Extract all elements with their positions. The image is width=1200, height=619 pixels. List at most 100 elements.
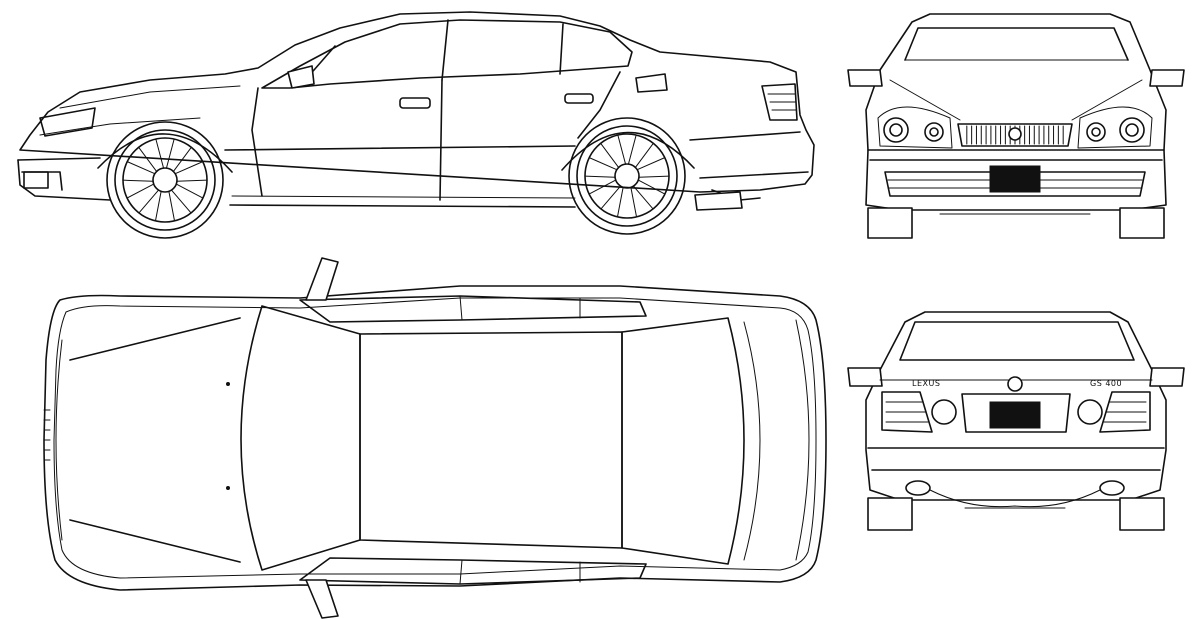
rear-tail-light-ribs-left	[885, 401, 929, 423]
wheel-spoke	[588, 142, 620, 171]
rear-tail-light-right	[1099, 391, 1151, 433]
front-headlight-left-inner-lens	[929, 127, 939, 137]
front-left-tire	[867, 207, 913, 239]
front-headlight-left-outer-lens	[889, 123, 903, 137]
rear-plate-recess	[961, 393, 1071, 433]
front-headlight-right-inner	[1086, 122, 1106, 142]
wheel-spoke	[634, 142, 666, 171]
front-door-handle	[399, 97, 431, 109]
wheel-spoke	[172, 146, 204, 175]
front-headlight-right-outer-lens	[1125, 123, 1139, 137]
front-view	[847, 13, 1185, 239]
rear-license-plate	[989, 401, 1041, 429]
wheel-spoke	[600, 185, 624, 218]
side-rear-door	[577, 71, 621, 139]
top-body-inner	[53, 297, 817, 579]
rear-exhaust-pipes	[929, 489, 1101, 508]
fuel-door	[635, 73, 668, 93]
side-front-wheel	[106, 121, 224, 239]
rear-diffuser	[959, 499, 1071, 509]
wheel-spoke	[630, 185, 654, 218]
side-fog-light	[23, 171, 49, 189]
top-front-bumper-line	[55, 339, 63, 541]
rear-exhaust-left	[905, 480, 931, 496]
rear-left-mirror	[847, 367, 883, 387]
top-washer-right	[226, 486, 230, 490]
side-fender-line	[39, 117, 201, 136]
rear-right-mirror	[1149, 367, 1185, 387]
side-greenhouse	[261, 19, 633, 89]
rear-window	[899, 321, 1135, 361]
wheel-spoke	[155, 138, 175, 169]
top-trunk-line	[743, 321, 761, 561]
wheel-spoke	[584, 175, 617, 195]
wheel-spoke	[126, 146, 158, 175]
front-headlight-housing-left	[877, 106, 953, 149]
top-side-window-left	[299, 295, 647, 323]
top-mirror-right	[305, 579, 339, 619]
side-rear-wheel	[568, 117, 686, 235]
front-headlight-left-inner	[924, 122, 944, 142]
wheel-spoke	[175, 179, 208, 199]
top-pillar-right	[459, 559, 581, 585]
side-hood-line	[59, 85, 241, 109]
top-roof	[359, 331, 623, 549]
rear-reverse-light-left	[931, 399, 957, 425]
front-grille	[957, 123, 1073, 147]
front-left-mirror	[847, 69, 883, 87]
front-right-tire	[1119, 207, 1165, 239]
top-front-grille	[43, 409, 51, 461]
rear-left-tire	[867, 497, 913, 531]
side-mirror	[287, 65, 315, 89]
rear-door-handle	[564, 93, 594, 104]
wheel-spoke	[138, 189, 162, 222]
rear-tail-light-ribs-right	[1103, 401, 1147, 423]
wheel-spoke	[168, 189, 192, 222]
rear-tail-light-left	[881, 391, 933, 433]
side-tail-light	[761, 83, 798, 121]
side-front-door	[251, 87, 263, 197]
wheel-spoke	[637, 175, 670, 195]
side-headlight	[39, 107, 96, 137]
side-b-pillar	[441, 19, 449, 81]
front-license-plate	[989, 165, 1041, 193]
side-body-outline	[17, 11, 815, 208]
top-pillar-left	[459, 295, 581, 321]
front-hood-right	[1071, 79, 1143, 121]
rear-view: LEXUS GS 400	[847, 311, 1185, 531]
front-windshield	[904, 27, 1129, 61]
front-right-mirror	[1149, 69, 1185, 87]
top-washer-left	[226, 382, 230, 386]
side-rear-arch	[561, 131, 695, 171]
top-rear-window	[621, 317, 745, 565]
front-undertray	[929, 209, 1101, 215]
top-windshield	[240, 305, 361, 571]
front-headlight-right-outer	[1119, 117, 1145, 143]
front-bumper	[867, 149, 1165, 161]
top-rear-bumper-line	[795, 319, 810, 561]
wheel-spoke	[617, 134, 637, 165]
top-hood-right-line	[69, 519, 241, 563]
front-headlight-housing-right	[1077, 106, 1153, 149]
side-front-arch	[97, 133, 233, 173]
front-lexus-logo	[1008, 127, 1022, 141]
top-mirror-left	[305, 257, 339, 301]
front-headlight-right-inner-lens	[1091, 127, 1101, 137]
side-beltline	[224, 131, 801, 151]
rear-make-badge: LEXUS	[912, 379, 940, 388]
rear-exhaust-right	[1099, 480, 1125, 496]
side-mudflap	[694, 191, 743, 211]
rear-bumper	[867, 447, 1165, 471]
top-body-outline	[43, 285, 827, 591]
rear-right-tire	[1119, 497, 1165, 531]
top-view	[43, 257, 827, 619]
rear-lexus-logo	[1007, 376, 1023, 392]
front-headlight-left-outer	[883, 117, 909, 143]
wheel-spoke	[122, 179, 155, 199]
rear-model-badge: GS 400	[1090, 379, 1122, 388]
front-hood-left	[889, 79, 961, 121]
side-door-split	[439, 79, 443, 201]
top-hood-left-line	[69, 317, 241, 361]
